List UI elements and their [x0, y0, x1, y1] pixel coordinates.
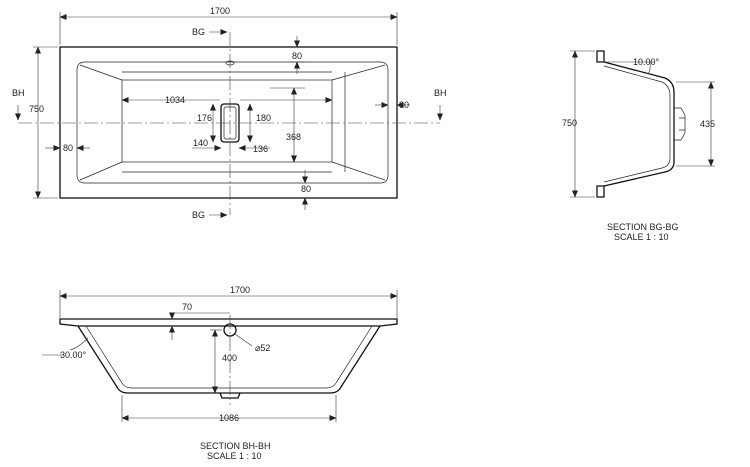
plan-dim-waste-height: 176	[197, 113, 212, 123]
section-bh-body	[77, 325, 381, 394]
section-bh-dim-floor-length: 1086	[219, 413, 239, 423]
section-bg-caption-title: SECTION BG-BG	[607, 222, 679, 232]
plan-dim-waste-offset-right: 136	[253, 144, 268, 154]
section-bg-shell	[603, 61, 675, 187]
section-bg-dim-angle: 10.00°	[633, 57, 660, 67]
plan-outer-rim	[59, 46, 398, 199]
section-bg-waste	[674, 107, 686, 141]
section-bh-rim	[59, 318, 398, 327]
section-bh-dim-waste-diameter: ⌀52	[255, 343, 270, 353]
section-bh-dim-depth: 400	[222, 353, 237, 363]
section-bg-dim-depth: 435	[700, 119, 715, 129]
section-bh-dim-overall-length: 1700	[230, 285, 250, 295]
section-bg-caption-scale: SCALE 1 : 10	[614, 232, 669, 242]
plan-floor	[121, 79, 333, 163]
plan-dim-rim-left: 80	[63, 143, 73, 153]
plan-section-mark-bg-top: BG	[192, 27, 205, 37]
plan-inner-bowl	[76, 61, 389, 184]
plan-dim-floor-width: 368	[286, 132, 301, 142]
plan-dim-rim-bottom: 80	[301, 184, 311, 194]
plan-dim-overall-width: 750	[29, 104, 44, 114]
plan-dim-floor-length: 1034	[165, 95, 185, 105]
section-bh-caption-scale: SCALE 1 : 10	[207, 451, 262, 461]
plan-dim-waste-height-right: 180	[256, 113, 271, 123]
plan-section-mark-bg-bottom: BG	[192, 210, 205, 220]
section-bh-dim-side-angle: 30.00°	[60, 350, 87, 360]
plan-dim-overall-length: 1700	[210, 6, 230, 16]
plan-dim-rim-top: 80	[292, 51, 302, 61]
section-bg-rim	[596, 50, 605, 63]
plan-view: BG BG BH BH 1700 750 80 80 80 80	[12, 6, 447, 220]
section-bg-dim-width: 750	[562, 118, 577, 128]
plan-section-mark-bh-right: BH	[434, 88, 447, 98]
section-bg-view: 10.00° 750 435 SECTION BG-BG SCALE 1 : 1…	[562, 50, 715, 242]
plan-section-mark-bh-left: BH	[12, 88, 25, 98]
section-bh-view: 1700 70 ⌀52 400 30.00° 1086 SECTION BH-B…	[42, 285, 398, 461]
plan-dim-rim-right: 80	[399, 100, 409, 110]
section-bh-dim-rim-offset: 70	[182, 302, 192, 312]
plan-dim-waste-offset-left: 140	[193, 138, 208, 148]
section-bh-caption-title: SECTION BH-BH	[200, 441, 271, 451]
